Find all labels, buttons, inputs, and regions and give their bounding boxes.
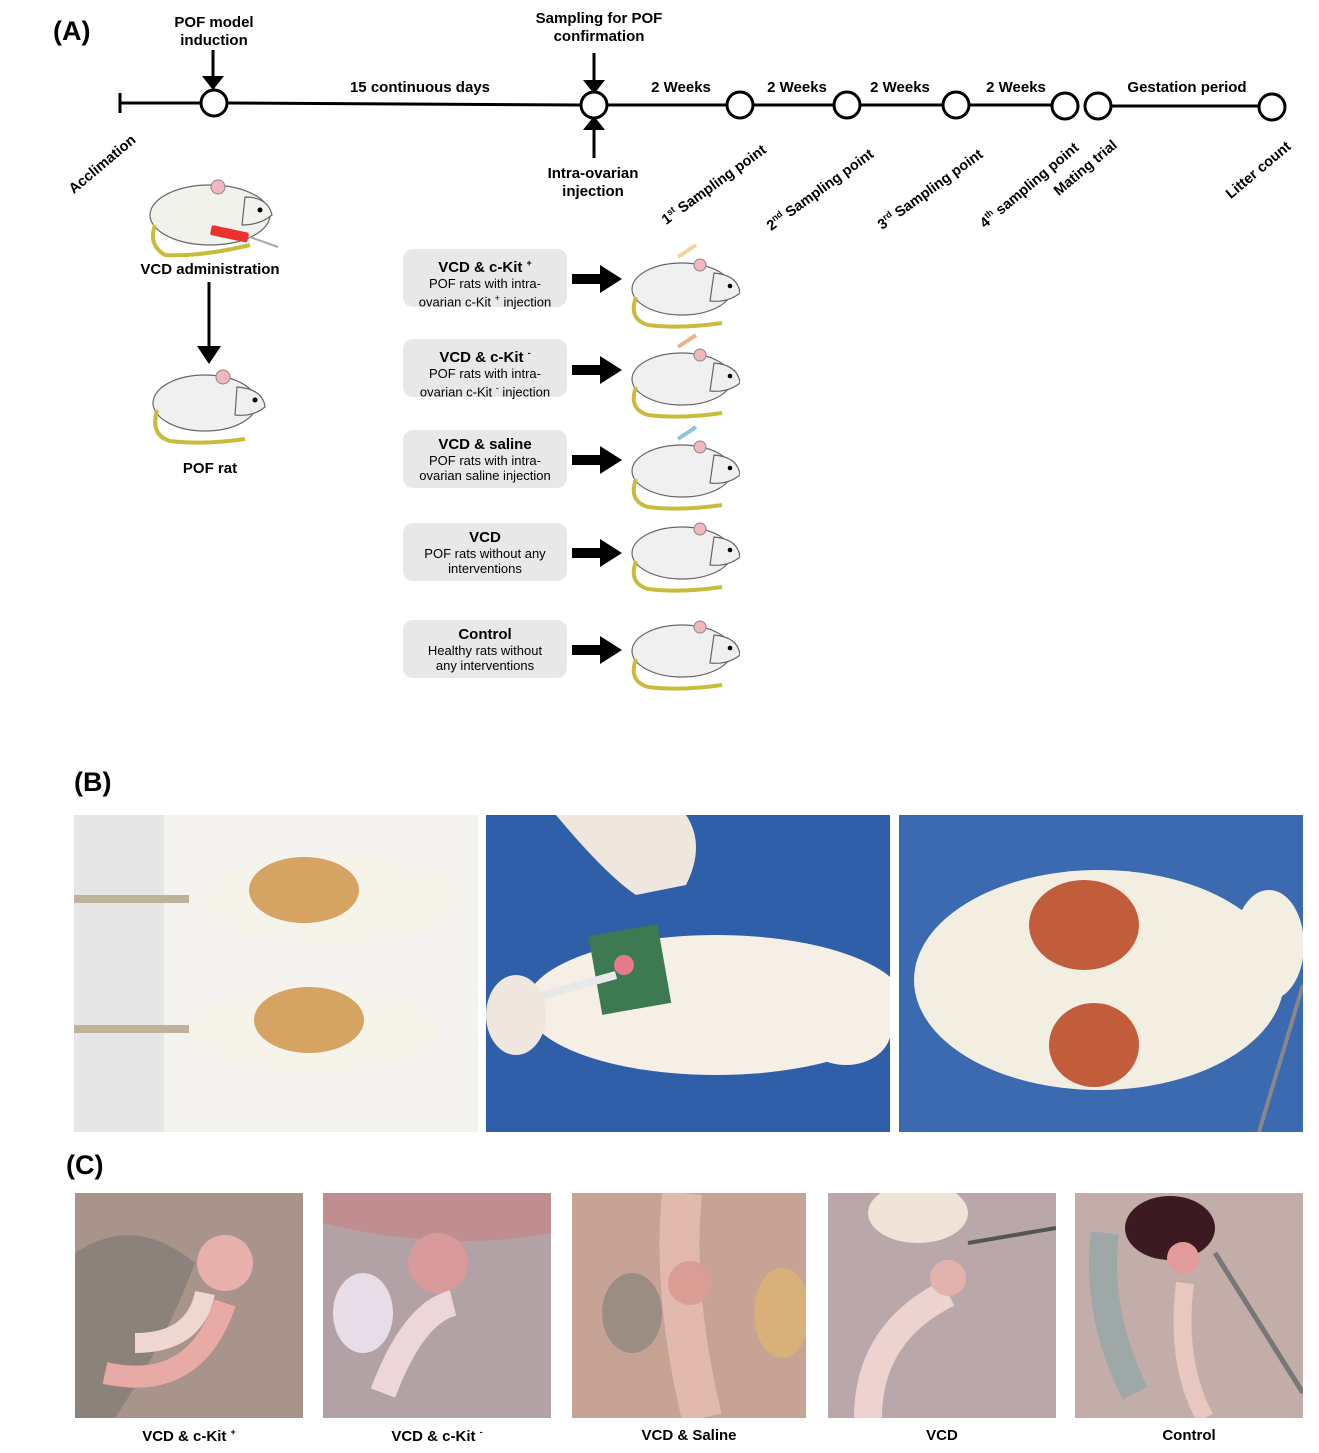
photo-c-vcd-ckit-minus <box>323 1193 551 1418</box>
photo-c-vcd-saline <box>572 1193 806 1418</box>
label-gestation-period: Gestation period <box>1127 79 1247 96</box>
label-15-days: 15 continuous days <box>349 79 491 96</box>
group-box-vcd-saline: VCD & saline POF rats with intra- ovaria… <box>403 430 567 488</box>
caption-c-vcd-ckit-minus: VCD & c-Kit - <box>391 1427 483 1445</box>
label-pof-rat: POF rat <box>182 460 238 477</box>
label-2-weeks-1: 2 Weeks <box>651 79 711 96</box>
caption-c-vcd-ckit-plus: VCD & c-Kit + <box>142 1427 236 1445</box>
rat-vcd-admin-illustration <box>149 179 279 258</box>
timeline-node-sp2 <box>832 90 862 120</box>
label-sampling-for-pof: Sampling for POF confirmation <box>535 10 663 45</box>
panel-label-a: (A) <box>53 16 91 46</box>
arrow-vcd-to-pof <box>197 282 221 364</box>
caption-c-control: Control <box>1162 1427 1216 1444</box>
label-2-weeks-2: 2 Weeks <box>767 79 827 96</box>
timeline-node-sp4 <box>1050 91 1080 121</box>
photo-b-intraovarian-injection <box>486 815 890 1132</box>
timeline-node-litter <box>1257 92 1287 122</box>
caption-c-vcd: VCD <box>926 1427 958 1444</box>
label-pof-model-induction: POF model induction <box>174 14 254 49</box>
timeline-node-mating <box>1083 91 1113 121</box>
photo-c-vcd-ckit-plus <box>75 1193 303 1418</box>
group-box-vcd-ckit-plus: VCD & c-Kit + POF rats with intra- ovari… <box>403 249 567 309</box>
photo-b-rats-shaved <box>74 815 478 1132</box>
group-arrows-and-rats <box>572 243 740 691</box>
group-box-control: Control Healthy rats without any interve… <box>403 620 567 678</box>
label-intra-ovarian-injection: Intra-ovarian injection <box>547 165 639 200</box>
rat-pof-illustration <box>152 369 266 445</box>
timeline-node-injection <box>579 90 609 120</box>
panel-label-c: (C) <box>66 1150 104 1180</box>
panel-label-b: (B) <box>74 767 112 797</box>
timeline-node-sp1 <box>725 90 755 120</box>
label-vcd-administration: VCD administration <box>140 261 280 278</box>
caption-c-vcd-saline: VCD & Saline <box>641 1427 737 1444</box>
label-2-weeks-3: 2 Weeks <box>870 79 930 96</box>
timeline-node-sp3 <box>941 90 971 120</box>
photo-c-control <box>1075 1193 1303 1418</box>
photo-c-vcd <box>828 1193 1056 1418</box>
photo-b-post-surgery <box>899 815 1303 1132</box>
group-box-vcd-ckit-minus: VCD & c-Kit - POF rats with intra- ovari… <box>403 339 567 399</box>
timeline-line <box>118 50 1287 158</box>
label-2-weeks-4: 2 Weeks <box>986 79 1046 96</box>
group-box-vcd: VCD POF rats without any interventions <box>403 523 567 581</box>
timeline-node-induction <box>199 88 229 118</box>
